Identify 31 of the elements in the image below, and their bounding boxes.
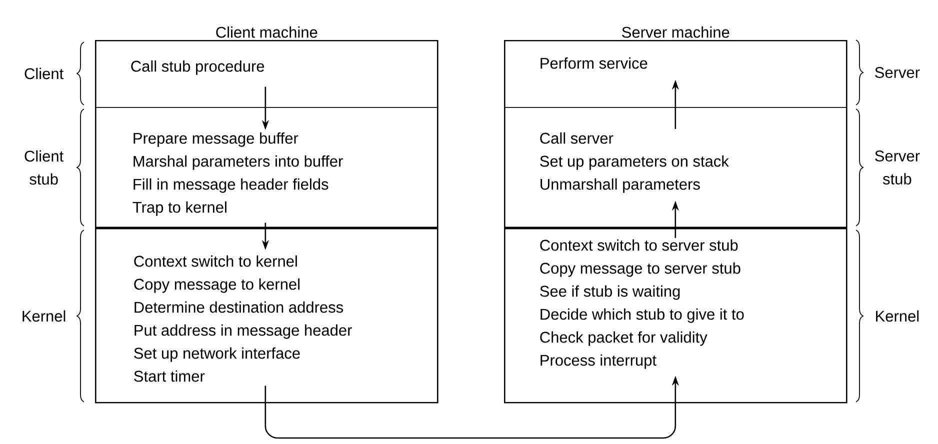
step-text: Start timer xyxy=(134,370,205,382)
step-text: Process interrupt xyxy=(540,354,656,369)
step-text: Fill in message header fields xyxy=(134,178,328,193)
step-text: Set up parameters on stack xyxy=(540,155,729,170)
step-text: See if stub is waiting xyxy=(540,285,680,300)
side-label: Kernel xyxy=(22,310,66,322)
step-text: Trap to kernel xyxy=(132,201,226,216)
step-text: Prepare message buffer xyxy=(134,132,298,147)
step-text: Context switch to kernel xyxy=(134,255,297,267)
step-text: Determine destination address xyxy=(134,301,344,313)
machine-box xyxy=(504,26,848,404)
step-text: Call stub procedure xyxy=(131,60,264,75)
heading: Client machine xyxy=(216,26,318,38)
step-text: Unmarshall parameters xyxy=(540,178,700,193)
step-text: Copy message to server stub xyxy=(540,262,740,277)
step-text: Marshal parameters into buffer xyxy=(134,155,343,170)
step-text: Call server xyxy=(540,132,614,144)
side-label: Client xyxy=(24,68,64,80)
step-text: Check packet for validity xyxy=(540,331,708,346)
heading: Server machine xyxy=(622,26,730,38)
step-text: Put address in message header xyxy=(134,324,352,339)
step-text: Set up network interface xyxy=(134,347,300,362)
machine-box xyxy=(95,26,438,404)
side-label: Server stub xyxy=(875,150,920,184)
step-text: Context switch to server stub xyxy=(540,239,738,251)
side-label: Client stub xyxy=(24,150,64,185)
side-label: Kernel xyxy=(876,310,919,322)
step-text: Decide which stub to give it to xyxy=(540,308,744,323)
side-label: Server xyxy=(875,67,920,78)
step-text: Copy message to kernel xyxy=(134,278,300,293)
step-text: Perform service xyxy=(540,57,648,69)
